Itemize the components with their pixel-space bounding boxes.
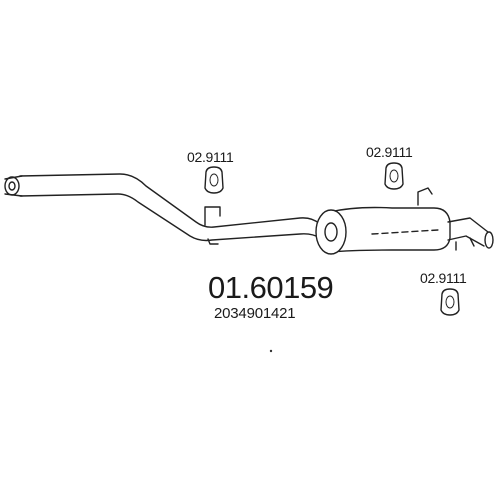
front-pipe bbox=[19, 173, 321, 242]
part-number: 01.60159 bbox=[208, 270, 333, 305]
tailpipe bbox=[447, 217, 494, 251]
mount-label-right: 02.9111 bbox=[420, 270, 467, 286]
rubber-mount-left bbox=[204, 166, 224, 194]
rubber-mount-middle bbox=[384, 162, 404, 190]
middle-bracket bbox=[204, 206, 221, 245]
mount-label-left: 02.9111 bbox=[187, 149, 234, 165]
rubber-mount-right bbox=[440, 288, 460, 316]
rear-muffler bbox=[315, 187, 451, 255]
oem-number: 2034901421 bbox=[214, 305, 295, 322]
inlet-flange bbox=[4, 175, 23, 197]
mount-label-middle: 02.9111 bbox=[366, 144, 413, 160]
stray-dot bbox=[269, 349, 273, 353]
